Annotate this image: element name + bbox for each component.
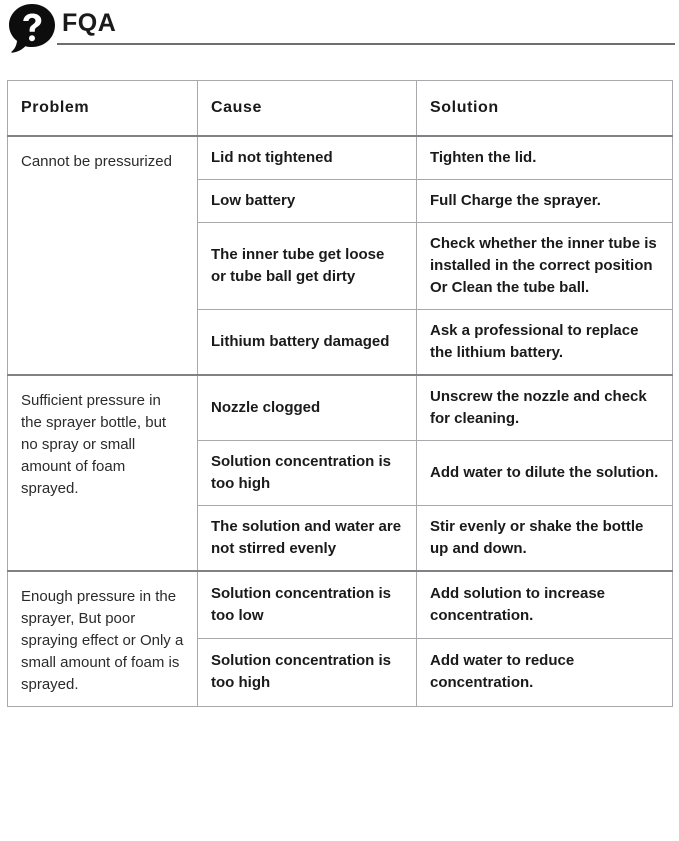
problem-cell: Sufficient pressure in the sprayer bottl… [7,373,198,571]
table-row: Lithium battery damaged Ask a profession… [8,308,673,375]
solution-cell: Check whether the inner tube is installe… [416,221,673,310]
cause-cell: The solution and water are not stirred e… [197,504,417,571]
column-header-cause: Cause [197,80,417,136]
solution-cell: Tighten the lid. [416,134,673,180]
solution-cell: Add water to dilute the solution. [416,439,673,506]
faq-table: Problem Cause Solution Cannot be pressur… [7,80,673,707]
page-title: FQA [62,9,117,37]
solution-cell: Add solution to increase concentration. [416,569,673,639]
solution-cell: Add water to reduce concentration. [416,638,673,707]
cause-cell: Low battery [197,178,417,223]
cause-cell: Solution concentration is too high [197,439,417,506]
table-row: Solution concentration is too high Add w… [8,638,673,707]
cause-cell: Nozzle clogged [197,373,417,441]
solution-cell: Unscrew the nozzle and check for cleanin… [416,373,673,441]
cause-cell: The inner tube get loose or tube ball ge… [197,221,417,310]
page-header: FQA [0,0,679,58]
solution-cell: Ask a professional to replace the lithiu… [416,308,673,375]
solution-cell: Stir evenly or shake the bottle up and d… [416,504,673,571]
cause-cell: Solution concentration is too high [197,638,417,707]
table-header-row: Problem Cause Solution [7,80,673,136]
table-row: Solution concentration is too high Add w… [8,439,673,506]
header-divider [57,43,675,45]
cause-cell: Lid not tightened [197,134,417,180]
column-header-problem: Problem [7,80,198,136]
solution-cell: Full Charge the sprayer. [416,178,673,223]
problem-cell: Cannot be pressurized [7,134,198,375]
table-row: Cannot be pressurized Lid not tightened … [7,134,673,375]
table-row: The solution and water are not stirred e… [8,504,673,571]
cause-cell: Solution concentration is too low [197,569,417,639]
column-header-solution: Solution [416,80,673,136]
table-row: Enough pressure in the sprayer, But poor… [7,569,673,707]
question-speech-bubble-icon [6,2,58,54]
table-row: Low battery Full Charge the sprayer. [8,178,673,223]
table-row: Sufficient pressure in the sprayer bottl… [7,373,673,571]
table-row: The inner tube get loose or tube ball ge… [8,221,673,310]
cause-cell: Lithium battery damaged [197,308,417,375]
problem-cell: Enough pressure in the sprayer, But poor… [7,569,198,707]
